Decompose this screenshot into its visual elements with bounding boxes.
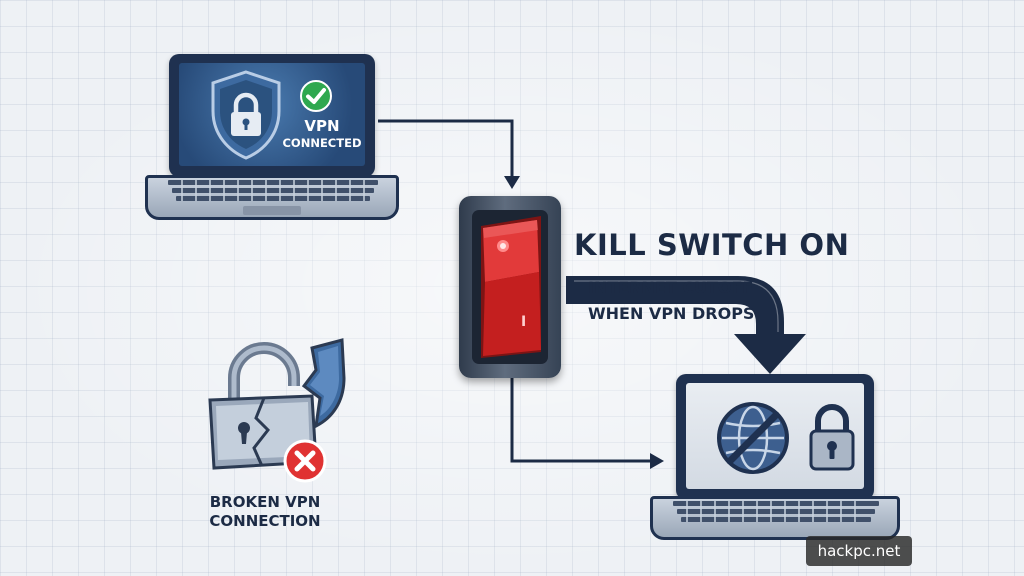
laptop2-keyboard-base [650,496,900,540]
error-x-icon [283,439,327,483]
broken-vpn-label: BROKEN VPN CONNECTION [190,493,340,531]
arrow-switch-to-laptop [510,378,652,463]
laptop-display: VPN CONNECTED [179,63,365,166]
globe-blocked-icon [717,402,789,474]
rocker-switch-icon [481,216,541,358]
vpn-status-line2: CONNECTED [282,136,362,150]
keyboard-keys [168,180,378,201]
arrow-laptop-to-switch [378,119,514,178]
broken-shield-icon [301,338,346,429]
vpn-status-line1: VPN [304,117,340,135]
kill-switch-desc-line2: WHEN VPN DROPS [588,304,755,323]
shield-lock-icon [211,70,281,160]
broken-vpn-label-line2: CONNECTION [209,512,321,530]
big-arrow-inner-band [574,280,779,332]
arrow-head-down-switch [504,176,520,189]
watermark-label: hackpc.net [806,536,912,566]
laptop2-screen [676,374,874,500]
check-icon [300,80,332,112]
big-curved-arrow [566,276,806,374]
laptop-keyboard-base [145,175,399,220]
laptop2-display [686,383,864,489]
kill-switch-desc-line1: INTERNET CUTOFF [588,278,754,297]
switch-on-mark: I [521,314,527,330]
laptop-screen: VPN CONNECTED [169,54,375,177]
broken-padlock-icon [208,342,318,470]
arrow-head-right-laptop [650,453,664,469]
laptop2-keyboard-keys [673,501,879,522]
kill-switch: I [459,196,561,378]
kill-switch-title: KILL SWITCH ON [574,228,850,262]
trackpad [243,206,301,215]
padlock-icon [809,404,855,471]
broken-vpn-label-line1: BROKEN VPN [209,493,321,511]
